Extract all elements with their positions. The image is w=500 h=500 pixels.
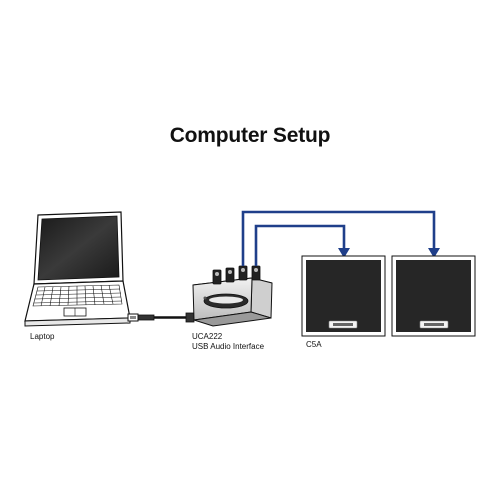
speaker-icon	[391, 255, 476, 337]
speaker-icon	[301, 255, 386, 337]
speaker-cables	[241, 210, 436, 266]
diagram-title: Computer Setup	[169, 124, 331, 147]
laptop-label: Laptop	[30, 332, 55, 341]
cable-to-left-speaker	[254, 224, 346, 266]
cable-to-right-speaker	[241, 210, 436, 266]
arrow-down-icon	[428, 248, 440, 258]
laptop-icon	[24, 211, 131, 327]
speaker-label: C5A	[306, 340, 322, 349]
usb-cable	[127, 312, 195, 323]
interface-description-label: USB Audio Interface	[192, 342, 265, 351]
interface-model-label: UCA222	[192, 332, 223, 341]
usb-plug-icon	[130, 316, 136, 319]
arrow-down-icon	[338, 248, 350, 258]
audio-interface-icon	[192, 265, 273, 327]
